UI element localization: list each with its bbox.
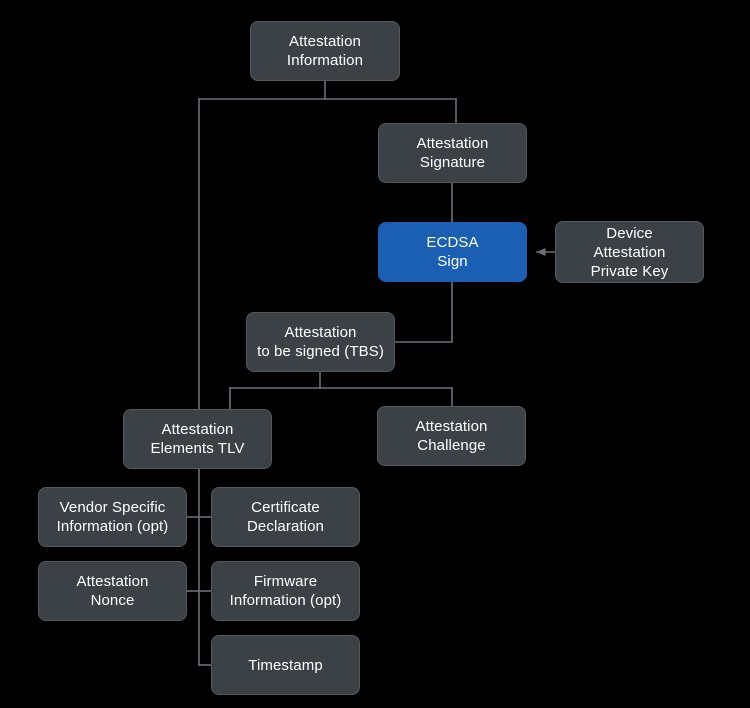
edge-ecdsa-to-tbs [394,281,453,343]
node-attestation-to-be-signed-tbs[interactable]: Attestation to be signed (TBS) [246,312,395,372]
node-attestation-nonce[interactable]: Attestation Nonce [38,561,187,621]
node-attestation-challenge[interactable]: Attestation Challenge [377,406,526,466]
node-certificate-declaration[interactable]: Certificate Declaration [211,487,360,547]
node-attestation-elements-tlv[interactable]: Attestation Elements TLV [123,409,272,469]
node-firmware-information[interactable]: Firmware Information (opt) [211,561,360,621]
node-attestation-signature[interactable]: Attestation Signature [378,123,527,183]
node-ecdsa-sign[interactable]: ECDSA Sign [378,222,527,282]
node-vendor-specific-information[interactable]: Vendor Specific Information (opt) [38,487,187,547]
node-timestamp[interactable]: Timestamp [211,635,360,695]
node-device-attestation-private-key[interactable]: Device Attestation Private Key [555,221,704,283]
node-attestation-information[interactable]: Attestation Information [250,21,400,81]
